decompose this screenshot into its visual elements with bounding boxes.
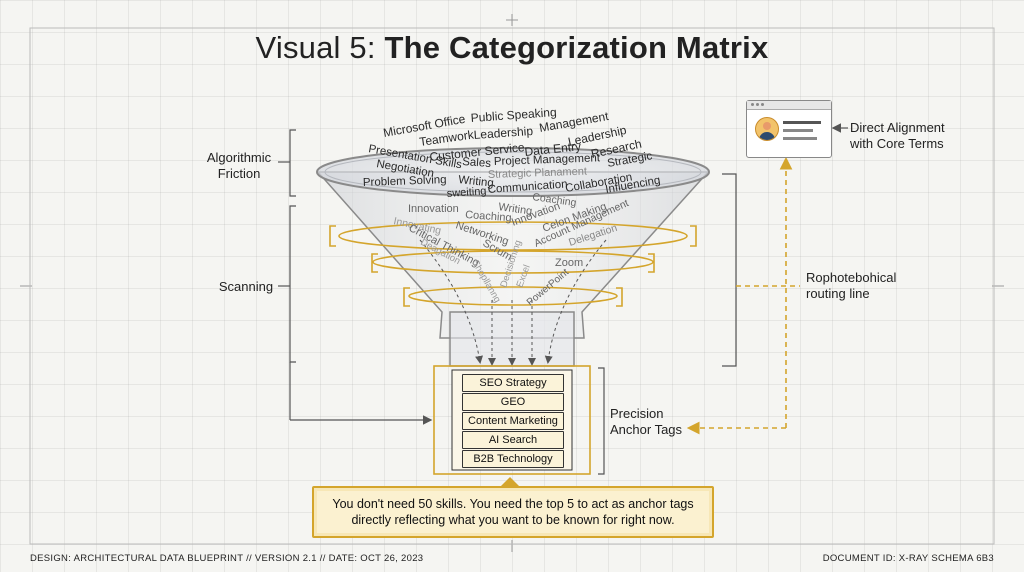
anchor-tag: B2B Technology xyxy=(462,450,564,468)
title-main: The Categorization Matrix xyxy=(384,30,769,65)
word-zoom: Zoom xyxy=(555,257,583,269)
word-writing-inside: Writing xyxy=(498,201,533,218)
title-prefix: Visual 5: xyxy=(255,30,385,65)
avatar-icon xyxy=(755,117,779,141)
callout-box: You don't need 50 skills. You need the t… xyxy=(312,486,714,538)
gold-dashed-routing xyxy=(686,156,800,435)
label-direct-alignment: Direct Alignment with Core Terms xyxy=(850,120,945,151)
funnel-rim xyxy=(316,147,710,197)
gold-rings xyxy=(329,221,697,307)
word-sweiting: sweiting xyxy=(446,185,486,200)
word-cloud-top: Public Speaking Microsoft Office Managem… xyxy=(363,105,662,209)
frame-crosshairs xyxy=(20,14,1004,552)
profile-card-icon xyxy=(746,100,832,158)
anchor-tag: SEO Strategy xyxy=(462,374,564,392)
anchor-tag: AI Search xyxy=(462,431,564,449)
anchor-tag: GEO xyxy=(462,393,564,411)
callout-line-1: You don't need 50 skills. You need the t… xyxy=(332,497,694,511)
word-innovation-1: Innovation xyxy=(408,203,459,215)
callout-pointer xyxy=(500,477,520,487)
right-bracket xyxy=(722,173,737,367)
callout-line-2: directly reflecting what you want to be … xyxy=(351,513,675,527)
footer-right: DOCUMENT ID: X-RAY SCHEMA 6B3 xyxy=(822,553,994,564)
anchor-tag: Content Marketing xyxy=(462,412,564,430)
word-strategic-planament: Strategic Planament xyxy=(488,166,587,181)
word-problem-solving: Problem Solving xyxy=(363,174,447,189)
word-public-speaking: Public Speaking xyxy=(470,105,557,125)
label-scanning: Scanning xyxy=(218,279,274,294)
word-communication: Communication xyxy=(487,178,568,196)
label-precision-anchor-tags: Precision Anchor Tags xyxy=(610,406,683,437)
footer-left: DESIGN: ARCHITECTURAL DATA BLUEPRINT // … xyxy=(30,553,424,564)
spout-arrows xyxy=(419,239,607,366)
word-sales: Sales xyxy=(462,156,492,170)
word-writing-top: Writing xyxy=(458,174,495,190)
label-algorithmic-friction: Algorithmic Friction xyxy=(206,150,272,181)
label-routing-line: Rophotebohical routing line xyxy=(806,270,897,301)
page-title: Visual 5: The Categorization Matrix xyxy=(0,30,1024,66)
left-brackets xyxy=(278,129,433,425)
word-data-entry: Data Entry xyxy=(524,139,582,159)
word-project-management: Project Management xyxy=(494,152,601,168)
word-coaching-inside: Coaching xyxy=(465,209,512,224)
word-leadership-1: Leadership xyxy=(473,124,534,142)
